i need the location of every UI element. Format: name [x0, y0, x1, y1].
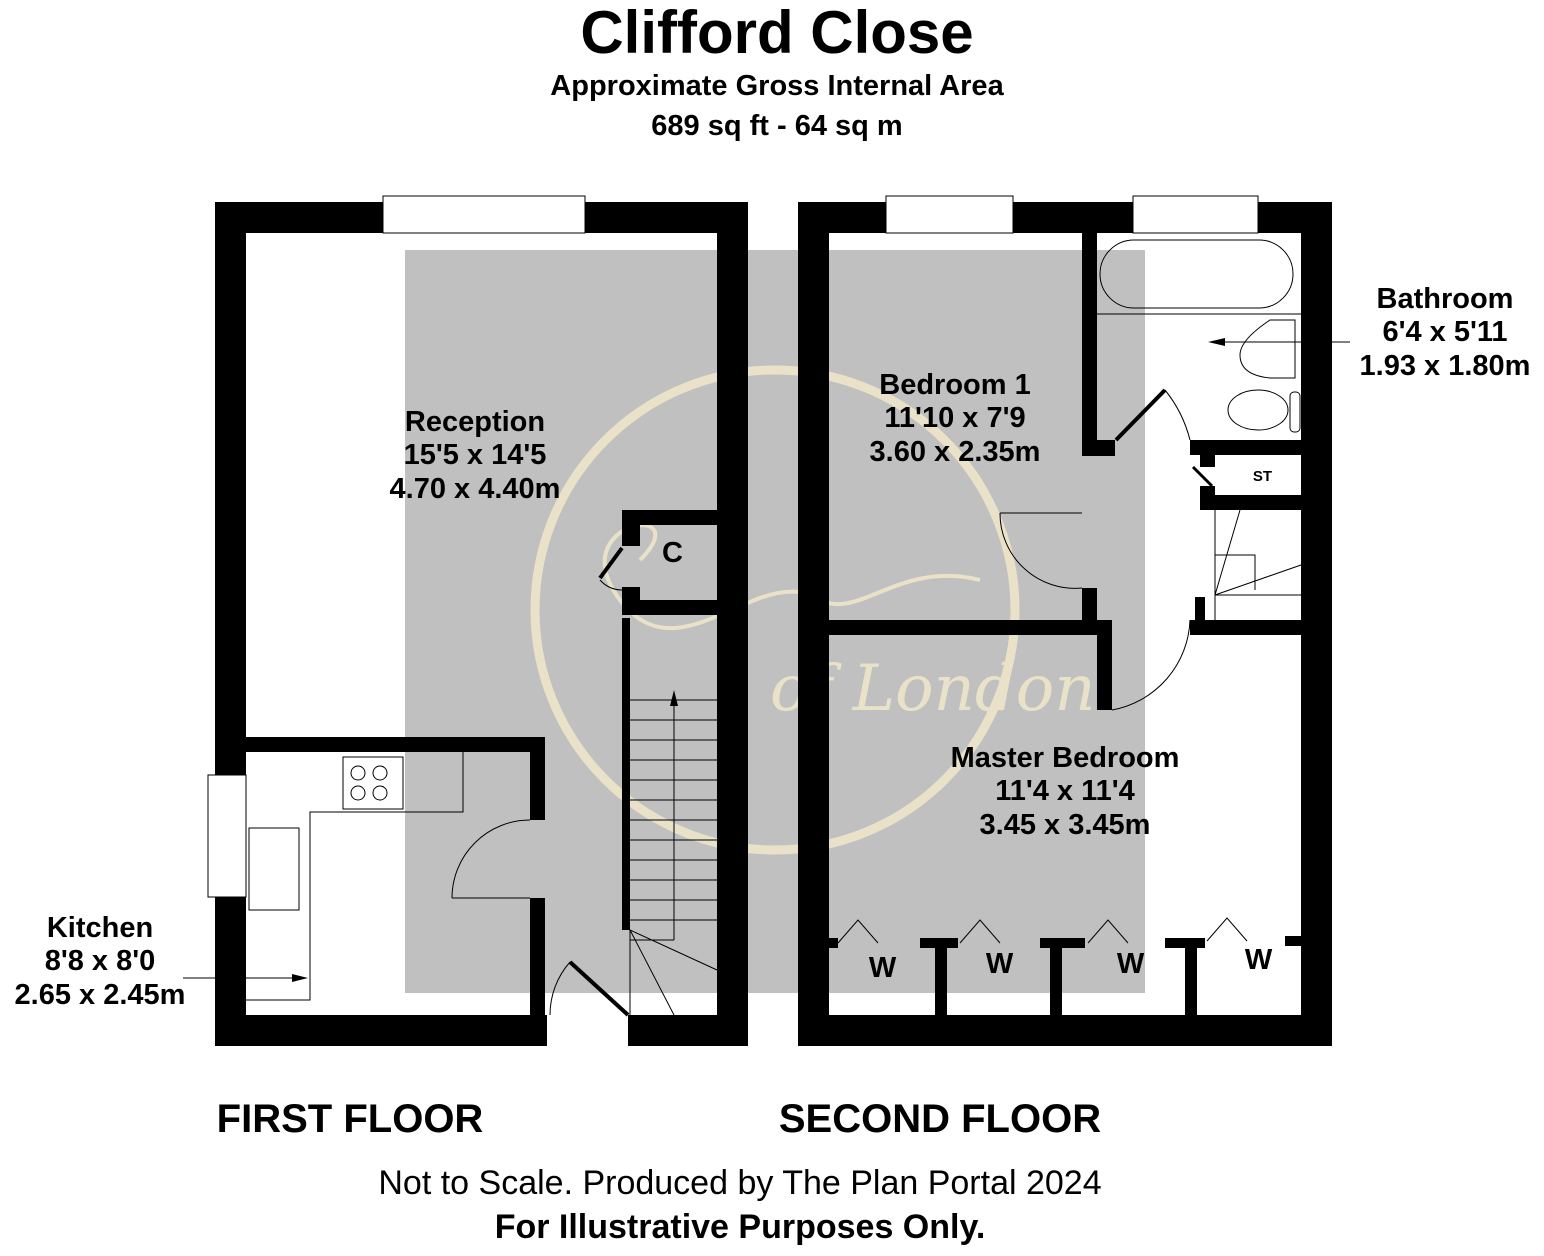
room-name: Bedroom 1 [879, 369, 1031, 401]
first-floor-walls [215, 202, 748, 1046]
room-name: Bathroom [1376, 283, 1514, 315]
room-imperial: 15'5 x 14'5 [403, 439, 547, 472]
wardrobe-label: W [1244, 944, 1273, 976]
room-name: Master Bedroom [950, 742, 1180, 774]
room-label-storage: ST [1252, 468, 1273, 485]
room-metric: 4.70 x 4.40m [389, 472, 561, 505]
room-metric: 2.65 x 2.45m [14, 978, 186, 1011]
floor-label-first: FIRST FLOOR [216, 1097, 484, 1141]
bathroom-pointer-icon [1208, 338, 1225, 346]
room-imperial: 6'4 x 5'11 [1382, 316, 1508, 349]
room-imperial: 11'10 x 7'9 [884, 402, 1026, 435]
first-floor-details [183, 195, 718, 1017]
stair-arrow-icon [670, 690, 678, 706]
room-name: Kitchen [46, 912, 154, 944]
area-subtitle: Approximate Gross Internal Area [550, 70, 1004, 102]
room-label-bedroom1: Bedroom 1 11'10 x 7'9 3.60 x 2.35m [845, 369, 1065, 469]
footer-illustrative: For Illustrative Purposes Only. [494, 1208, 986, 1246]
footer-disclaimer: Not to Scale. Produced by The Plan Porta… [378, 1164, 1102, 1202]
wardrobe-label: W [985, 948, 1014, 980]
room-imperial: 8'8 x 8'0 [44, 945, 156, 978]
room-label-master-bedroom: Master Bedroom 11'4 x 11'4 3.45 x 3.45m [920, 742, 1210, 842]
wardrobe-label: W [868, 952, 897, 984]
area-value: 689 sq ft - 64 sq m [651, 110, 903, 142]
room-label-kitchen: Kitchen 8'8 x 8'0 2.65 x 2.45m [0, 912, 200, 1012]
room-imperial: 11'4 x 11'4 [995, 775, 1135, 808]
room-metric: 1.93 x 1.80m [1359, 349, 1531, 382]
room-label-reception: Reception 15'5 x 14'5 4.70 x 4.40m [360, 406, 590, 506]
floor-label-second: SECOND FLOOR [778, 1097, 1102, 1141]
room-metric: 3.60 x 2.35m [869, 435, 1041, 468]
kitchen-pointer-icon [292, 974, 308, 982]
second-floor-details [837, 195, 1350, 944]
room-label-bathroom: Bathroom 6'4 x 5'11 1.93 x 1.80m [1345, 283, 1544, 383]
room-metric: 3.45 x 3.45m [979, 808, 1151, 841]
wardrobe-label: W [1116, 948, 1145, 980]
room-name: Reception [404, 406, 546, 438]
page-title: Clifford Close [580, 0, 974, 66]
room-label-cupboard: C [662, 537, 683, 569]
second-floor-walls [798, 202, 1332, 1046]
